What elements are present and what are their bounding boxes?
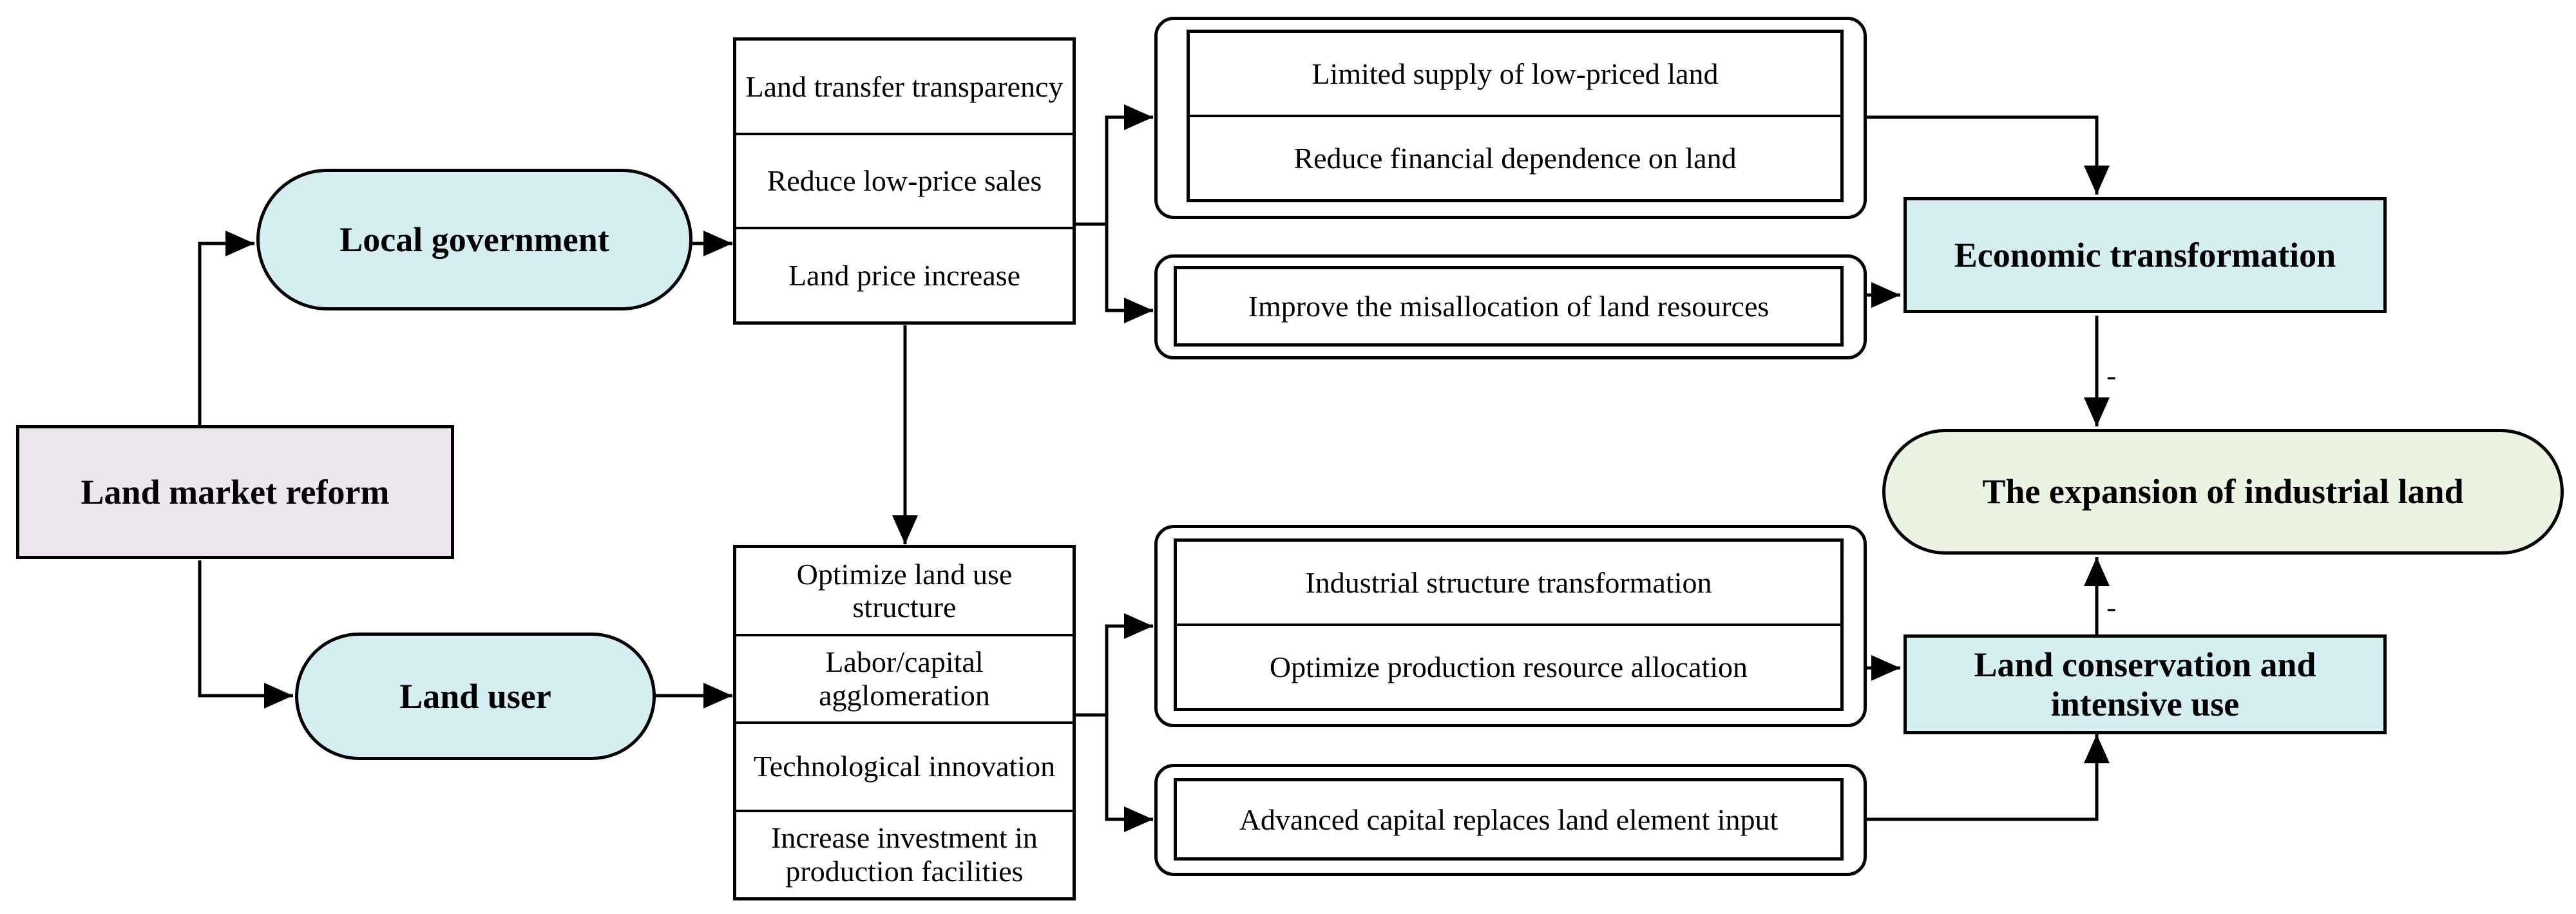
gov-effects-top-inner: Limited supply of low-priced land Reduce… bbox=[1187, 30, 1844, 202]
user-mechanism-item: Labor/capital agglomeration bbox=[736, 633, 1073, 722]
gov-effect-item: Reduce financial dependence on land bbox=[1190, 115, 1840, 199]
node-land-market-reform: Land market reform bbox=[16, 425, 454, 559]
gov-effects-bottom-inner: Improve the misallocation of land resour… bbox=[1174, 266, 1844, 347]
node-label: Land user bbox=[399, 676, 551, 716]
user-mechanism-item: Technological innovation bbox=[736, 721, 1073, 810]
gov-mechanism-item: Land price increase bbox=[736, 227, 1073, 321]
user-mechanism-item: Increase investment in production facili… bbox=[736, 809, 1073, 898]
user-effect-item: Optimize production resource allocation bbox=[1177, 624, 1840, 708]
user-effects-top-inner: Industrial structure transformation Opti… bbox=[1174, 538, 1844, 711]
node-label: Land conservation and intensive use bbox=[1974, 645, 2316, 723]
arrow-effects-top-to-economic bbox=[1867, 115, 2110, 195]
user-mechanisms-stack: Optimize land use structure Labor/capita… bbox=[733, 545, 1076, 900]
arrow-user-to-effects-top bbox=[1076, 613, 1153, 717]
user-mechanism-item: Optimize land use structure bbox=[796, 557, 1013, 624]
arrow-reform-to-government bbox=[198, 231, 254, 425]
node-local-government: Local government bbox=[256, 169, 692, 310]
node-label: The expansion of industrial land bbox=[1982, 472, 2464, 511]
node-label: Land market reform bbox=[81, 472, 390, 511]
negative-sign-conservation: - bbox=[2106, 591, 2117, 624]
gov-effect-item: Limited supply of low-priced land bbox=[1312, 57, 1719, 90]
negative-sign-economic: - bbox=[2106, 359, 2117, 392]
user-effects-top-outer bbox=[1154, 525, 1867, 727]
user-effect-item: Industrial structure transformation bbox=[1305, 566, 1712, 599]
user-effects-bottom-inner: Advanced capital replaces land element i… bbox=[1174, 778, 1844, 861]
gov-effect-item: Improve the misallocation of land resour… bbox=[1248, 290, 1770, 323]
arrow-user-to-effects-bottom bbox=[1105, 715, 1153, 832]
arrow-gov-to-effects-bottom bbox=[1105, 224, 1153, 323]
user-effects-bottom-outer bbox=[1154, 764, 1867, 876]
node-label: Local government bbox=[339, 220, 609, 259]
arrow-reform-to-user bbox=[198, 560, 293, 709]
arrow-gov-to-effects-top bbox=[1076, 104, 1153, 226]
node-industrial-land-expansion: The expansion of industrial land bbox=[1882, 429, 2564, 555]
user-effect-item: Advanced capital replaces land element i… bbox=[1239, 803, 1779, 836]
gov-effects-top-outer bbox=[1154, 17, 1867, 219]
node-land-conservation: Land conservation and intensive use bbox=[1903, 634, 2387, 734]
node-label: Economic transformation bbox=[1954, 235, 2336, 274]
node-economic-transformation: Economic transformation bbox=[1903, 197, 2387, 313]
node-land-user: Land user bbox=[295, 633, 656, 760]
gov-mechanisms-stack: Land transfer transparency Reduce low-pr… bbox=[733, 37, 1076, 325]
arrow-effects-bottom-to-conservation bbox=[1867, 734, 2110, 821]
gov-mechanism-item: Land transfer transparency bbox=[745, 70, 1064, 103]
gov-mechanism-item: Reduce low-price sales bbox=[736, 132, 1073, 227]
gov-effects-bottom-outer bbox=[1154, 254, 1867, 359]
